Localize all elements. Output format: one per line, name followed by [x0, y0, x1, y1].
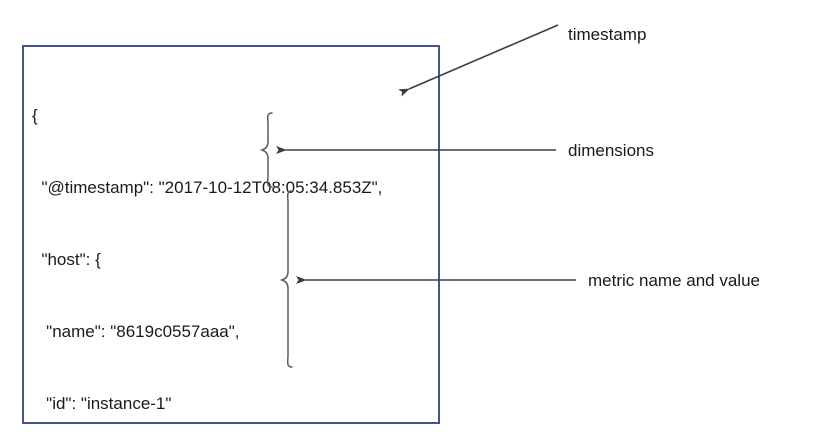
json-line-host-name: "name": "8619c0557aaa", [32, 322, 240, 341]
annotation-label-timestamp: timestamp [568, 25, 647, 44]
json-line: { [32, 106, 38, 125]
json-document-box [22, 45, 440, 424]
json-line-host-id: "id": "instance-1" [32, 394, 172, 413]
json-line-host-open: "host": { [32, 250, 101, 269]
json-line-timestamp: "@timestamp": "2017-10-12T08:05:34.853Z"… [32, 178, 383, 197]
annotation-label-metric: metric name and value [588, 271, 760, 290]
annotation-label-dimensions: dimensions [568, 141, 654, 160]
json-document-text: { "@timestamp": "2017-10-12T08:05:34.853… [32, 56, 382, 437]
